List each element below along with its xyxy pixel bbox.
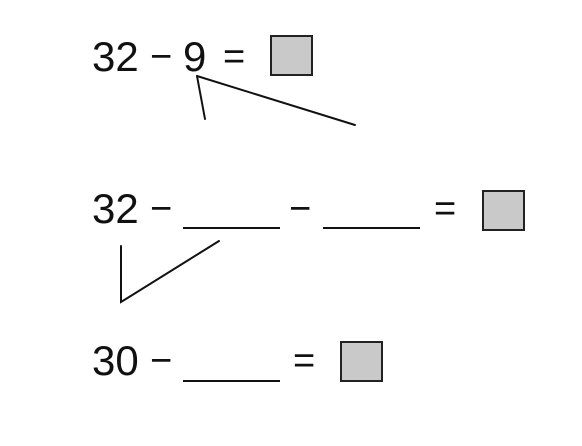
row3-blank[interactable] xyxy=(183,380,280,382)
row2-blank-2[interactable] xyxy=(323,227,420,229)
row1-equals-sign: = xyxy=(223,36,246,78)
row2-minus-sign-2: − xyxy=(289,188,312,230)
row3-equals-sign: = xyxy=(293,340,316,382)
row1-minuend: 32 xyxy=(92,33,139,80)
row2-blank-1[interactable] xyxy=(183,227,280,229)
row3-minuend: 30 xyxy=(92,337,139,384)
row1-split-line-left xyxy=(196,75,206,120)
row2-answer-box[interactable] xyxy=(482,190,525,231)
row2-minuend: 32 xyxy=(92,185,139,232)
row3-minus-sign: − xyxy=(150,340,173,382)
row2-equals-sign: = xyxy=(434,188,457,230)
row1-subtrahend: 9 xyxy=(183,33,207,80)
row2-bracket-line xyxy=(120,240,220,304)
row2-minus-sign-1: − xyxy=(150,188,173,230)
row3-answer-box[interactable] xyxy=(340,341,383,382)
row1-split-line-right xyxy=(196,75,356,126)
row1-answer-box[interactable] xyxy=(270,35,313,76)
row1-minus-sign: − xyxy=(150,36,173,78)
